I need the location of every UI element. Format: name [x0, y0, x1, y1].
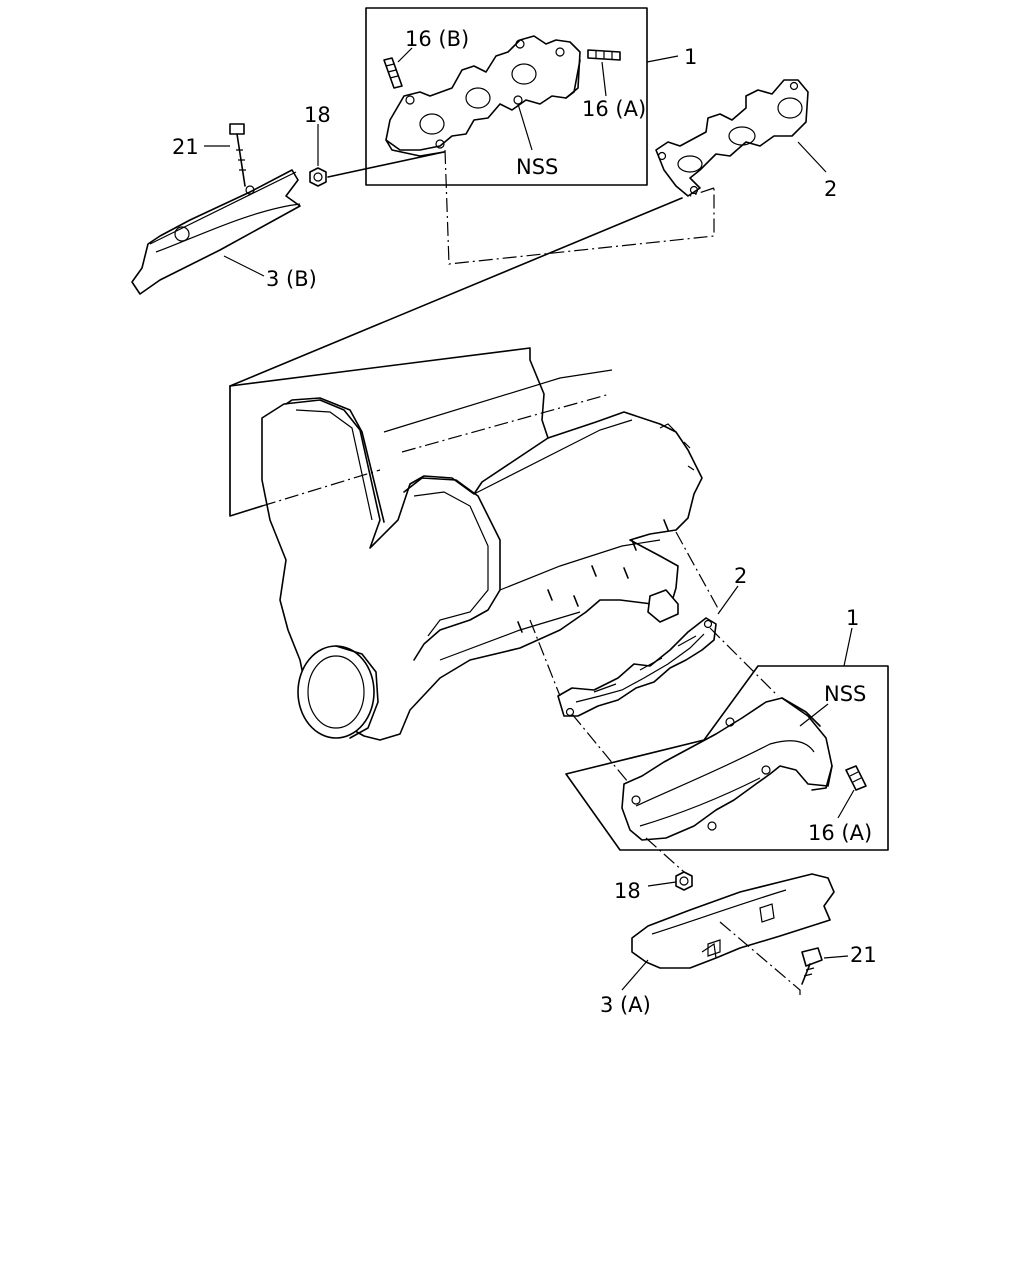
label-lower-manifold: 1 — [846, 606, 859, 630]
upper-leader-16a — [601, 61, 607, 97]
label-lower-bolt: 21 — [850, 943, 877, 967]
lower-exhaust-manifold — [621, 697, 833, 841]
upper-guide-dash-2 — [689, 187, 715, 197]
engine-block — [229, 197, 703, 741]
upper-bolt — [229, 123, 246, 187]
upper-gasket — [655, 79, 809, 197]
upper-stud-a — [587, 49, 621, 61]
label-upper-stud-a: 16 (A) — [582, 97, 646, 121]
upper-manifold-box — [365, 7, 648, 186]
lower-stud-a — [845, 765, 867, 791]
label-lower-cover: 3 (A) — [600, 993, 651, 1017]
lower-heat-shield — [631, 873, 835, 969]
label-upper-cover: 3 (B) — [266, 267, 317, 291]
lower-leader-18 — [647, 881, 677, 887]
upper-leader-1 — [646, 55, 679, 63]
lower-gasket — [557, 617, 717, 717]
lower-leader-3a — [621, 959, 649, 991]
lower-assembly: 2 1 NSS 16 (A) 18 21 3 (A) — [529, 531, 889, 1017]
upper-leader-2 — [797, 141, 827, 173]
upper-heat-shield — [131, 169, 301, 295]
upper-stud-b — [383, 57, 403, 89]
upper-assembly: 1 16 (B) 16 (A) NSS 2 18 21 3 (B) — [131, 7, 837, 295]
label-lower-gasket: 2 — [734, 564, 747, 588]
lower-leader-1 — [843, 627, 853, 667]
label-upper-nss: NSS — [516, 155, 558, 179]
label-lower-stud-a: 16 (A) — [808, 821, 872, 845]
upper-exhaust-manifold — [385, 35, 581, 157]
lower-bolt — [801, 947, 823, 985]
lower-leader-21 — [823, 955, 849, 959]
label-upper-manifold: 1 — [684, 45, 697, 69]
upper-leader-16b — [397, 47, 413, 63]
upper-leader-3b — [223, 255, 265, 277]
lower-nut — [675, 871, 693, 891]
label-upper-bolt: 21 — [172, 135, 199, 159]
upper-nut — [309, 167, 327, 187]
label-upper-gasket: 2 — [824, 177, 837, 201]
label-lower-nss: NSS — [824, 682, 866, 706]
lower-leader-16a — [837, 789, 855, 819]
upper-guide-nut — [327, 151, 445, 178]
upper-leader-nss — [517, 103, 533, 151]
lower-leader-nss — [799, 703, 829, 727]
label-lower-nut: 18 — [614, 879, 641, 903]
label-upper-stud-b: 16 (B) — [405, 27, 469, 51]
upper-guide-dash-1 — [444, 149, 715, 265]
label-upper-nut: 18 — [304, 103, 331, 127]
lower-leader-2 — [717, 585, 739, 615]
